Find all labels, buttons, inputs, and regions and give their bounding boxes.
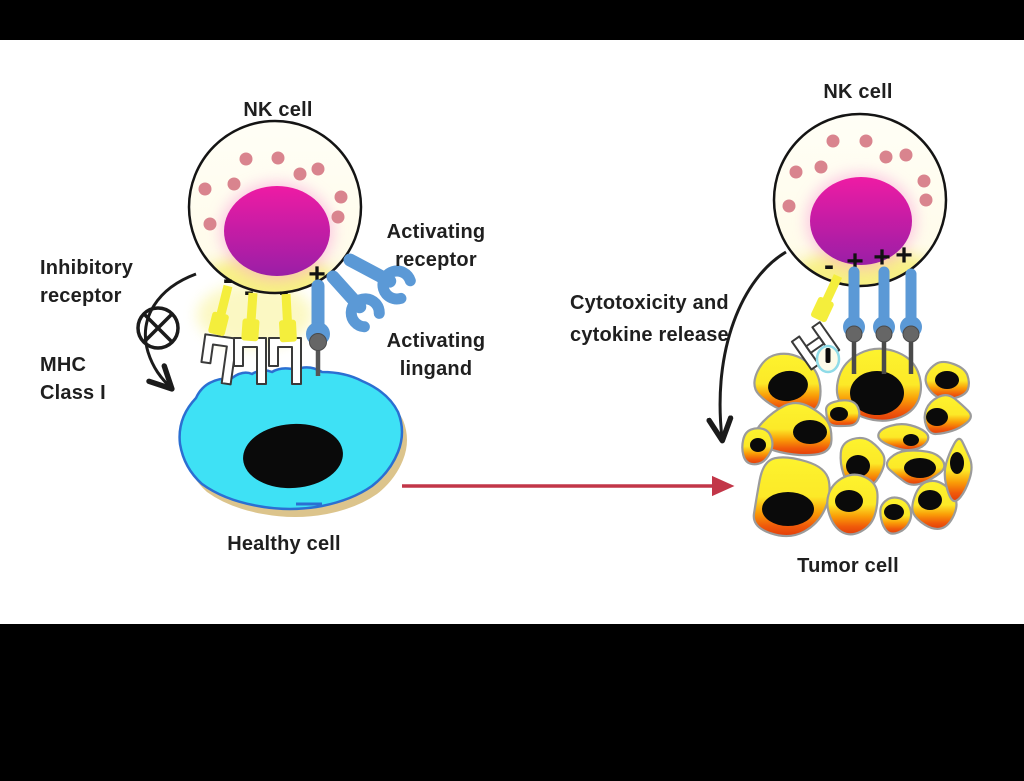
mhc-class-i-molecules [200, 333, 302, 386]
tumor-cell [911, 479, 958, 531]
tumor-cell [835, 347, 923, 422]
activating-receptors-bound [843, 266, 922, 374]
inhibition-indicator [136, 272, 197, 392]
membrane-sign-minus: - [223, 263, 233, 296]
activating-ligand-icon [902, 325, 920, 343]
mhc-fragment [815, 344, 841, 374]
tumor-cell [943, 437, 973, 503]
activating-receptor-bound [873, 266, 895, 374]
granules [782, 134, 933, 213]
cytotoxicity-label: Cytotoxicity and [570, 292, 729, 314]
membrane-sign-plus: + [895, 239, 913, 272]
activating-receptor-bound [306, 279, 330, 376]
tumor-cell-nucleus [926, 408, 948, 426]
activating-receptor-icon [343, 253, 416, 305]
activating-receptor-label: receptor [395, 249, 477, 271]
membrane-sign-minus: - [824, 249, 834, 282]
tumor-cell-nucleus [850, 371, 904, 415]
healthy-cell-nucleus [243, 423, 343, 489]
inhibitory-receptor-icon [279, 293, 297, 343]
nk-cell-left: - - - + [187, 119, 363, 308]
tumor-cell-nucleus [904, 458, 936, 478]
inhibitory-receptor-label: receptor [40, 285, 122, 307]
tumor-cell-nucleus [903, 434, 919, 446]
tumor-cell [885, 449, 946, 486]
membrane-sign-minus: - [244, 275, 254, 308]
tumor-cell-nucleus [835, 490, 863, 512]
inhibitory-receptor-icon [208, 284, 233, 336]
tumor-cell [741, 427, 774, 466]
tumor-cell-nucleus [762, 492, 814, 526]
activating-ligand-icon [309, 333, 327, 351]
tumor-cell [877, 423, 930, 452]
nk-cell-label-left: NK cell [243, 99, 312, 121]
inhibitory-receptor-icon [810, 274, 843, 323]
activating-ligand-icon [875, 325, 893, 343]
granules [198, 151, 348, 231]
mhc-class-i-label: MHC [40, 354, 86, 376]
activating-ligand-label: lingand [400, 358, 473, 380]
tumor-cell [879, 496, 913, 535]
cytotoxicity-arrow [706, 250, 787, 444]
inhibitory-receptor-icon [241, 292, 260, 342]
nk-glow [793, 248, 937, 286]
activating-receptors-free [326, 253, 416, 333]
tumor-cell [753, 352, 822, 415]
nk-nucleus [224, 186, 330, 276]
cytotoxicity-label: cytokine release [570, 324, 729, 346]
tumor-cell-nucleus [846, 455, 870, 477]
healthy-cell-label: Healthy cell [227, 533, 341, 555]
activating-receptor-bound [900, 268, 922, 374]
tumor-cell [923, 394, 972, 436]
tumor-cell-nucleus [830, 407, 848, 421]
mhc-class-i-label: Class I [40, 382, 106, 404]
tumor-cell [752, 456, 831, 538]
nk-cell-label-right: NK cell [823, 81, 892, 103]
tumor-cell-nucleus [750, 438, 766, 452]
membrane-sign-plus: + [873, 241, 891, 274]
activating-receptor-label: Activating [387, 221, 486, 243]
activating-ligand-label: Activating [387, 330, 486, 352]
tumor-cell [826, 473, 879, 536]
mhc-molecule-icon [233, 337, 267, 385]
tumor-cell [824, 399, 861, 428]
tumor-cell-nucleus [884, 504, 904, 520]
inhibition-crossed-circle-icon [136, 306, 180, 350]
nk-nucleus [810, 177, 912, 265]
inhibitory-arrow [143, 272, 197, 392]
tumor-cell-nucleus [935, 371, 959, 389]
tumor-cell-label: Tumor cell [797, 555, 899, 577]
mhc-molecule-icon [268, 337, 302, 385]
activating-receptor-icon [326, 270, 385, 333]
membrane-sign-minus: - [279, 275, 289, 308]
tumor-cell [924, 360, 970, 401]
nk-cell-membrane [187, 119, 363, 295]
nk-cell-right: - + + + [772, 112, 948, 288]
healthy-cell [178, 366, 407, 517]
tumor-cell-nucleus [950, 452, 964, 474]
inhibitory-receptors [208, 284, 297, 343]
nk-cell-membrane [772, 112, 948, 288]
activating-receptor-bound [843, 266, 865, 374]
tumor-cell-nucleus [793, 420, 827, 444]
tumor-cell-nucleus [918, 490, 942, 510]
activating-ligand-icon [845, 325, 863, 343]
inhibitory-receptor-label: Inhibitory [40, 257, 134, 279]
tumor-cell-nucleus [768, 370, 808, 402]
tumor-cell-cluster [741, 347, 973, 538]
